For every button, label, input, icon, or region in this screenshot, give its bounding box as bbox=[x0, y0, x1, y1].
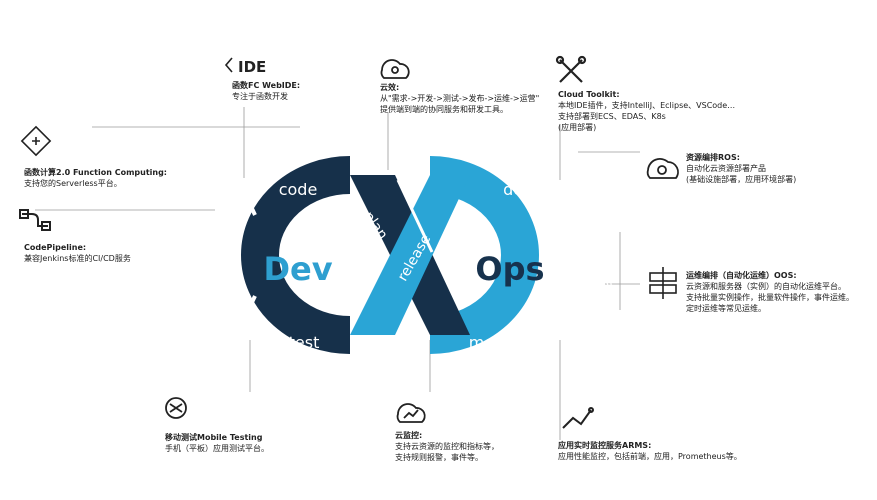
note-line: 支持批量实例操作，批量软件操作，事件运维。 bbox=[686, 293, 854, 302]
dev-center-label: Dev bbox=[263, 250, 332, 288]
connector-lines bbox=[35, 107, 640, 440]
mobile-testing-icon bbox=[165, 397, 187, 419]
note-line: 自动化云资源部署产品 bbox=[686, 164, 766, 173]
note-cloud-toolkit: Cloud Toolkit: 本地IDE插件，支持IntelliJ、Eclips… bbox=[558, 89, 735, 133]
ide-icon: IDE bbox=[224, 57, 266, 76]
segment-gap bbox=[396, 179, 434, 253]
segment-gap bbox=[236, 177, 257, 216]
segment-gap bbox=[558, 198, 580, 230]
note-line: 支持您的Serverless平台。 bbox=[24, 179, 122, 188]
segment-gap bbox=[236, 295, 257, 333]
note-line: 提供端到端的协同服务和研发工具。 bbox=[380, 105, 508, 114]
ops-loop bbox=[429, 156, 580, 354]
dev-loop-ring bbox=[241, 156, 351, 354]
note-title: 函数FC WebIDE: bbox=[232, 81, 301, 90]
note-line: 应用性能监控，包括前端，应用，Prometheus等。 bbox=[558, 452, 742, 461]
note-title: 移动测试Mobile Testing bbox=[165, 433, 263, 442]
note-line: 定时运维等常见运维。 bbox=[686, 304, 766, 313]
note-line: 兼容Jenkins标准的CI/CD服务 bbox=[24, 254, 131, 263]
cloud-gear-icon bbox=[646, 158, 679, 179]
note-oos: 运维编排（自动化运维）OOS: 云资源和服务器（实例）的自动化运维平台。 支持批… bbox=[686, 270, 854, 314]
note-fc-webide: 函数FC WebIDE: 专注于函数开发 bbox=[232, 80, 300, 102]
tools-icon bbox=[555, 55, 587, 83]
note-title: 应用实时监控服务ARMS: bbox=[558, 441, 652, 450]
note-line: 从"需求->开发->测试->发布->运维->运营" bbox=[380, 94, 540, 103]
note-line: 本地IDE插件，支持IntelliJ、Eclipse、VSCode… bbox=[558, 101, 736, 110]
note-title: 云监控: bbox=[395, 431, 423, 440]
release-band-light bbox=[350, 175, 470, 335]
note-line: 支持部署到ECS、EDAS、K8s bbox=[558, 112, 666, 121]
note-title: 云效: bbox=[380, 83, 400, 92]
pipeline-icon bbox=[19, 209, 51, 231]
note-line: (基础设施部署，应用环境部署) bbox=[686, 175, 797, 184]
note-title: CodePipeline: bbox=[24, 243, 87, 252]
stage-operate-label: Operate bbox=[588, 240, 623, 308]
note-title: 函数计算2.0 Function Computing: bbox=[24, 168, 168, 177]
note-line: (应用部署) bbox=[558, 123, 597, 132]
note-line: 云资源和服务器（实例）的自动化运维平台。 bbox=[686, 282, 846, 291]
note-yunxiao: 云效: 从"需求->开发->测试->发布->运维->运营" 提供端到端的协同服务… bbox=[380, 82, 539, 115]
cloud-monitor-icon bbox=[396, 403, 426, 423]
dev-loop bbox=[236, 156, 351, 354]
note-title: 资源编排ROS: bbox=[686, 153, 740, 162]
note-line: 手机（平板）应用测试平台。 bbox=[165, 444, 269, 453]
automation-icon bbox=[649, 267, 677, 299]
note-title: 运维编排（自动化运维）OOS: bbox=[686, 271, 797, 280]
cloud-eye-icon bbox=[380, 59, 410, 79]
ops-loop-ring bbox=[429, 156, 539, 354]
note-ros: 资源编排ROS: 自动化云资源部署产品 (基础设施部署，应用环境部署) bbox=[686, 152, 796, 185]
stage-monitor-label: monitor bbox=[469, 333, 532, 352]
function-icon bbox=[20, 125, 52, 157]
stage-build-label: build bbox=[206, 247, 235, 290]
performance-monitor-icon bbox=[562, 407, 594, 429]
stage-test-label: test bbox=[289, 333, 320, 352]
note-line: 支持云资源的监控和指标等， bbox=[395, 442, 499, 451]
stage-code-label: code bbox=[279, 180, 318, 199]
segment-gap bbox=[558, 282, 580, 312]
note-function-computing: 函数计算2.0 Function Computing: 支持您的Serverle… bbox=[24, 167, 167, 189]
note-mobile-testing: 移动测试Mobile Testing 手机（平板）应用测试平台。 bbox=[165, 432, 269, 454]
note-title: Cloud Toolkit: bbox=[558, 90, 620, 99]
note-arms: 应用实时监控服务ARMS: 应用性能监控，包括前端，应用，Prometheus等… bbox=[558, 440, 742, 462]
ops-center-label: Ops bbox=[475, 250, 544, 288]
note-codepipeline: CodePipeline: 兼容Jenkins标准的CI/CD服务 bbox=[24, 242, 131, 264]
note-line: 支持规则报警，事件等。 bbox=[395, 453, 483, 462]
svg-text:IDE: IDE bbox=[238, 58, 266, 76]
note-cloudmonitor: 云监控: 支持云资源的监控和指标等， 支持规则报警，事件等。 bbox=[395, 430, 499, 463]
note-line: 专注于函数开发 bbox=[232, 92, 288, 101]
stage-deploy-label: deploy bbox=[503, 180, 557, 199]
